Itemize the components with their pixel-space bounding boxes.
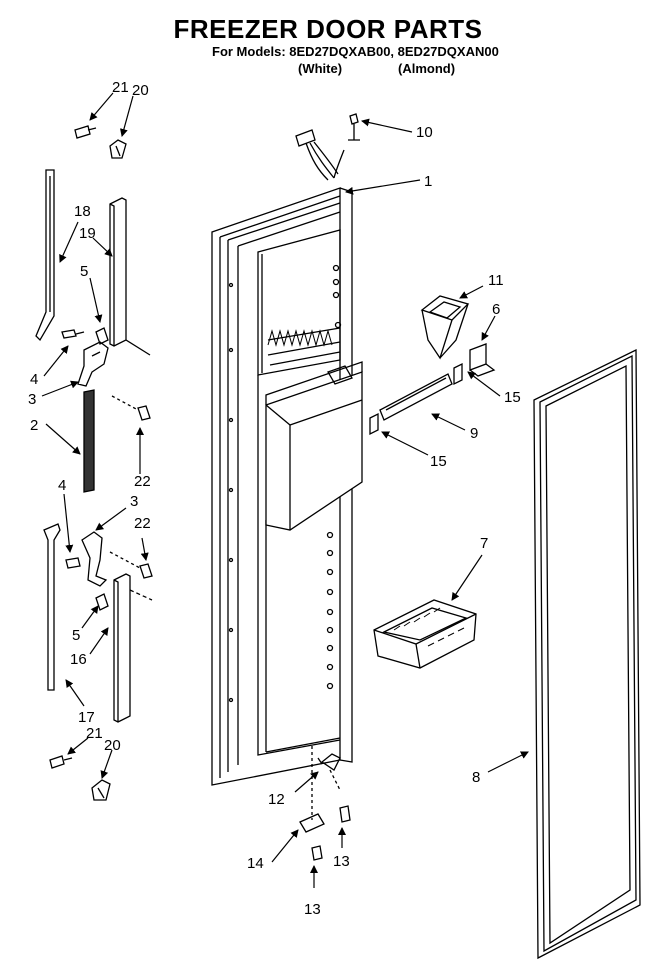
color-white-label: (White) [298,61,343,76]
cover-19 [109,197,151,356]
callout-15-lower: 15 [430,453,447,470]
callout-3-upper: 3 [28,391,36,408]
door-gasket-8 [533,348,641,960]
header: FREEZER DOOR PARTS For Models: 8ED27DQXA… [0,0,656,90]
callout-10: 10 [416,124,433,141]
callout-11: 11 [488,272,504,289]
screw-21-bottom [49,755,73,769]
leader-11 [459,285,484,299]
ice-chute [420,295,470,360]
leader-18 [59,221,79,263]
screw-4-lower [65,557,81,569]
leader-20-bottom [100,749,113,779]
leader-7 [451,554,483,601]
clip-20-top [109,139,127,159]
callout-18: 18 [74,203,91,220]
screw-22-upper [111,395,151,421]
leader-15-upper [467,371,501,397]
callout-22-upper: 22 [134,473,151,490]
callout-17: 17 [78,709,95,726]
leader-22-lower [140,537,149,561]
hinge-3-upper [77,341,109,387]
leader-19 [92,237,113,257]
screw-13-bottom [311,845,323,861]
callout-13-bottom: 13 [304,901,321,918]
callout-9: 9 [470,425,478,442]
callout-2: 2 [30,417,38,434]
leader-8 [487,751,529,773]
leader-16 [89,627,109,655]
leader-21-bottom [67,737,89,755]
callout-20-bottom: 20 [104,737,121,754]
screw-13-right [339,805,351,823]
model-numbers: For Models: 8ED27DQXAB00, 8ED27DQXAN00 [212,44,499,59]
callout-21-top: 21 [112,79,129,96]
leader-17 [65,679,85,707]
callout-12: 12 [268,791,285,808]
leader-5-upper [89,277,103,323]
end-cap-15-upper [453,362,463,386]
screw-22-lower [109,551,153,579]
callout-8: 8 [472,769,480,786]
bracket-5-upper [95,327,109,345]
end-cap-15-lower [369,412,379,436]
bracket-5-lower [95,593,109,611]
strip-17 [43,523,61,691]
leader-3-upper [41,380,79,397]
callout-1: 1 [424,173,432,190]
callout-5-lower: 5 [72,627,80,644]
bracket-6 [469,343,496,377]
leader-21-top [89,92,114,121]
callout-22-lower: 22 [134,515,151,532]
hinge-cover-12 [311,746,341,820]
callout-6: 6 [492,301,500,318]
wire-harness [295,113,360,181]
callout-15-upper: 15 [504,389,521,406]
leader-2 [45,423,81,455]
callout-5-upper: 5 [80,263,88,280]
callout-4-lower: 4 [58,477,66,494]
callout-7: 7 [480,535,488,552]
leader-9 [431,413,466,431]
leader-10 [361,118,413,133]
door-panel [211,187,363,786]
leader-4-lower [63,493,74,553]
callout-19: 19 [79,225,96,242]
callout-3-lower: 3 [130,493,138,510]
leader-15-lower [381,431,429,456]
callout-14: 14 [247,855,264,872]
leader-1 [345,179,421,195]
callout-20-top: 20 [132,82,149,99]
color-almond-label: (Almond) [398,61,456,76]
leader-6 [481,315,496,341]
leader-14 [271,829,299,863]
trim-strip-9 [369,362,463,436]
cover-16 [113,573,153,723]
screw-21-top [74,125,97,139]
leader-3-lower [95,507,127,531]
hinge-3-lower [81,531,108,587]
callout-4-upper: 4 [30,371,38,388]
leader-12 [294,771,319,793]
leader-20-top [119,95,134,137]
callout-21-bottom: 21 [86,725,103,742]
bracket-14 [299,813,325,833]
leader-5-lower [81,605,99,629]
leader-4-upper [43,345,69,377]
strip-2 [83,389,95,493]
dispenser-tray-7 [373,599,477,669]
callout-16: 16 [70,651,87,668]
strip-18 [35,169,55,342]
clip-20-bottom [91,779,111,801]
callout-13-right: 13 [333,853,350,870]
screw-4-upper [61,329,85,339]
page-title: FREEZER DOOR PARTS [173,14,483,44]
